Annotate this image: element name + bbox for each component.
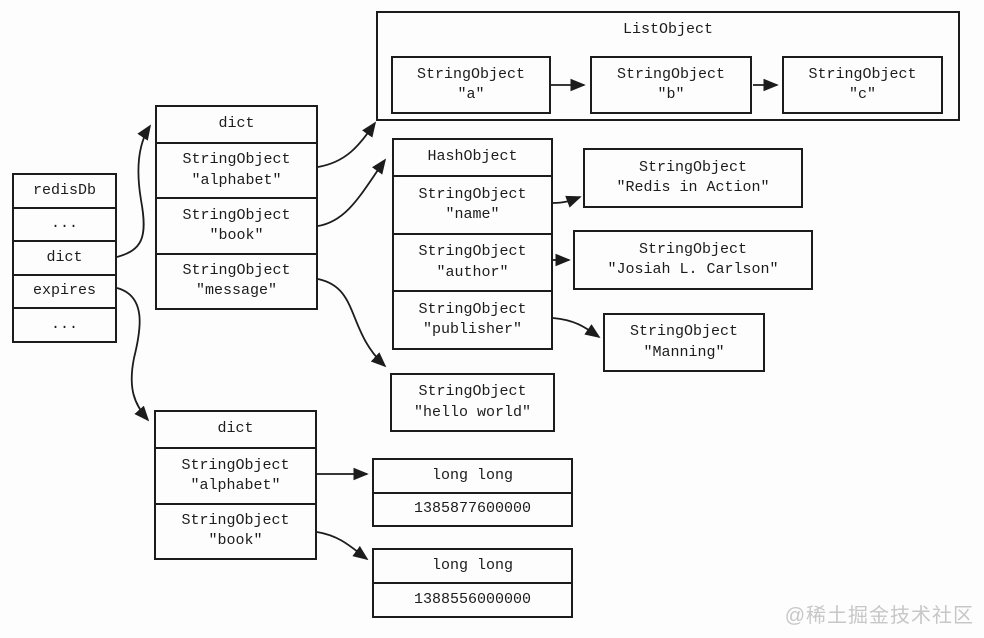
longlong2-value: 1388556000000 bbox=[374, 582, 571, 616]
redisdb-row-ellipsis-top: ... bbox=[14, 206, 115, 241]
longlong2-type: long long bbox=[431, 556, 513, 574]
redisdb-row-ellipsis-bottom: ... bbox=[14, 307, 115, 341]
arrow-redisdb-dict-to-dict1 bbox=[116, 124, 151, 258]
redisdb-row-expires: expires bbox=[14, 273, 115, 308]
dict-table-1: dict StringObject"alphabet" StringObject… bbox=[155, 105, 318, 310]
arrow-hash-name-to-redis-in-action bbox=[552, 195, 582, 208]
arrow-redisdb-expires-to-dict2 bbox=[116, 287, 150, 422]
arrow-dict1-book-to-hashobject bbox=[317, 158, 387, 227]
hashobject-row-name: StringObject"name" bbox=[394, 175, 551, 233]
dict1-row-alphabet: StringObject"alphabet" bbox=[157, 142, 316, 197]
arrow-dict2-book-to-longlong2 bbox=[316, 531, 369, 561]
dict1-row-book: StringObject"book" bbox=[157, 197, 316, 252]
listobject-item-b: StringObject"b" bbox=[590, 56, 752, 114]
watermark-text: @稀土掘金技术社区 bbox=[784, 605, 974, 627]
hashobject-table: HashObject StringObject"name" StringObje… bbox=[392, 138, 553, 350]
redisdb-row-dict: dict bbox=[14, 240, 115, 274]
longlong-alphabet-box: long long 1385877600000 bbox=[372, 458, 573, 527]
hashobject-row-author: StringObject"author" bbox=[394, 232, 551, 291]
redisdb-table: redisDb ... dict expires ... bbox=[12, 173, 117, 343]
stringobject-josiah-carlson: StringObject"Josiah L. Carlson" bbox=[573, 230, 813, 290]
listobject-item-a: StringObject"a" bbox=[391, 56, 551, 114]
listobject-item-c: StringObject"c" bbox=[782, 56, 943, 114]
dict1-title: dict bbox=[218, 115, 255, 133]
dict-table-2: dict StringObject"alphabet" StringObject… bbox=[154, 410, 317, 560]
stringobject-redis-in-action: StringObject"Redis in Action" bbox=[583, 148, 803, 208]
longlong1-type: long long bbox=[431, 466, 513, 484]
longlong-book-box: long long 1388556000000 bbox=[372, 548, 573, 618]
dict2-row-book: StringObject"book" bbox=[156, 502, 315, 559]
hashobject-row-publisher: StringObject"publisher" bbox=[394, 290, 551, 348]
stringobject-hello-world: StringObject"hello world" bbox=[390, 373, 555, 432]
listobject-container: ListObject bbox=[376, 11, 960, 121]
longlong1-value: 1385877600000 bbox=[374, 491, 571, 526]
redisdb-row-title: redisDb bbox=[32, 181, 96, 199]
arrow-hash-publisher-to-manning bbox=[552, 317, 601, 339]
arrow-dict1-alphabet-to-listobject bbox=[317, 121, 377, 168]
dict2-title: dict bbox=[217, 420, 254, 438]
listobject-title: ListObject bbox=[622, 21, 713, 38]
dict1-row-message: StringObject"message" bbox=[157, 252, 316, 308]
dict2-row-alphabet: StringObject"alphabet" bbox=[156, 447, 315, 503]
arrow-dict1-message-to-hello-world bbox=[317, 278, 387, 368]
stringobject-manning: StringObject"Manning" bbox=[603, 313, 765, 372]
hashobject-title: HashObject bbox=[427, 148, 518, 166]
